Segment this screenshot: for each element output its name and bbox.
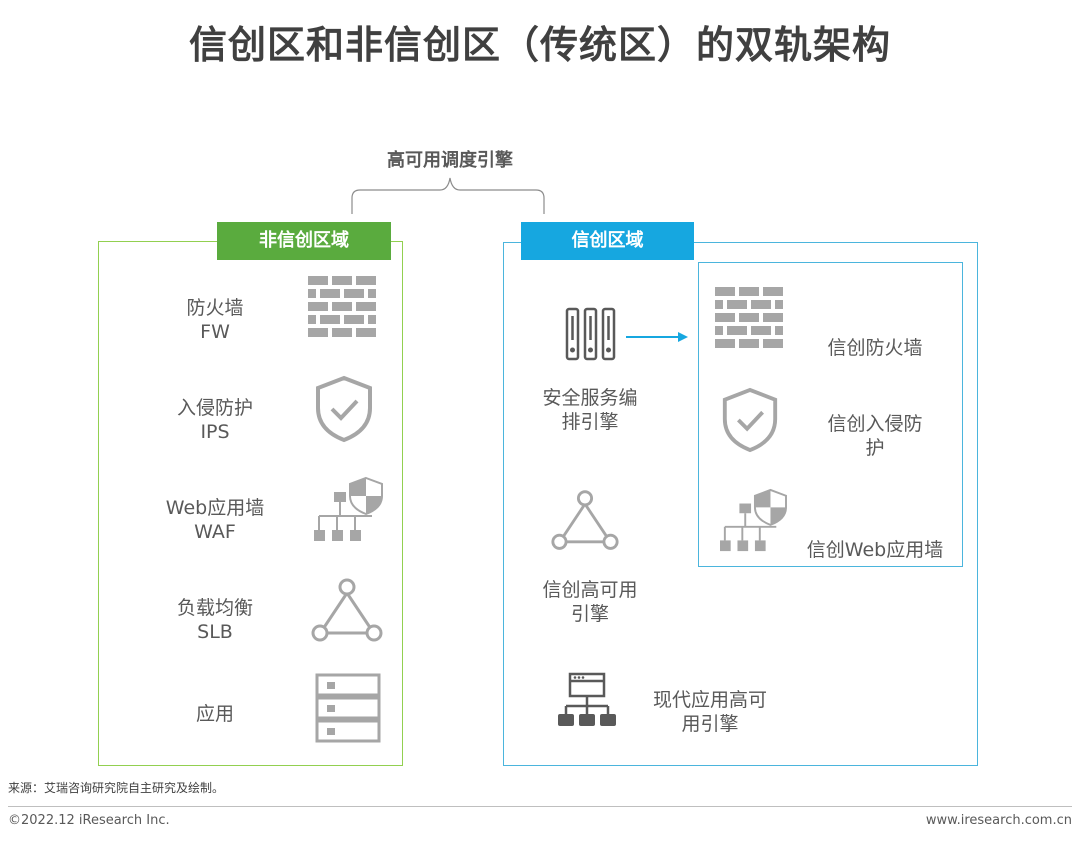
xinchuang-ips-label: 信创入侵防 护 bbox=[827, 413, 923, 459]
left-item-firewall: 防火墙 FW bbox=[186, 297, 244, 343]
xinchuang-waf-label: 信创Web应用墙 bbox=[806, 539, 944, 561]
server-racks-icon bbox=[564, 306, 618, 362]
xinchuang-zone-tag: 信创区域 bbox=[521, 222, 694, 260]
non-xinchuang-zone-tag: 非信创区域 bbox=[217, 222, 391, 260]
left-item-app: 应用 bbox=[195, 703, 234, 725]
xinchuang-firewall-label: 信创防火墙 bbox=[827, 337, 923, 359]
firewall-icon bbox=[713, 285, 785, 357]
modern-app-engine-label: 现代应用高可 用引擎 bbox=[652, 689, 767, 735]
shield-check-icon bbox=[719, 386, 781, 454]
source-note: 来源：艾瑞咨询研究院自主研究及绘制。 bbox=[8, 781, 225, 795]
ha-scheduling-engine-label: 高可用调度引擎 bbox=[387, 150, 513, 171]
flow-arrow bbox=[626, 332, 688, 342]
server-stack-icon bbox=[314, 672, 382, 744]
orchestration-engine-label: 安全服务编 排引擎 bbox=[542, 387, 638, 433]
page-title: 信创区和非信创区（传统区）的双轨架构 bbox=[188, 23, 891, 67]
xinchuang-ha-engine-label: 信创高可用 引擎 bbox=[542, 579, 638, 625]
footer-divider bbox=[8, 806, 1072, 807]
web-network-icon bbox=[556, 672, 618, 728]
copyright: ©2022.12 iResearch Inc. bbox=[8, 813, 170, 828]
xinchuang-security-group bbox=[698, 262, 963, 567]
shield-check-icon bbox=[312, 374, 376, 444]
xinchuang-zone bbox=[503, 242, 978, 766]
network-shield-icon bbox=[310, 476, 386, 544]
left-item-slb: 负载均衡 SLB bbox=[176, 597, 253, 643]
triangle-nodes-icon bbox=[310, 577, 384, 645]
engine-brace bbox=[351, 177, 545, 214]
website-link[interactable]: www.iresearch.com.cn bbox=[925, 813, 1072, 828]
triangle-nodes-icon bbox=[550, 488, 620, 554]
firewall-icon bbox=[306, 274, 378, 346]
network-shield-icon bbox=[716, 488, 790, 554]
left-item-ips: 入侵防护 IPS bbox=[176, 397, 253, 443]
left-item-waf: Web应用墙 WAF bbox=[165, 497, 265, 543]
